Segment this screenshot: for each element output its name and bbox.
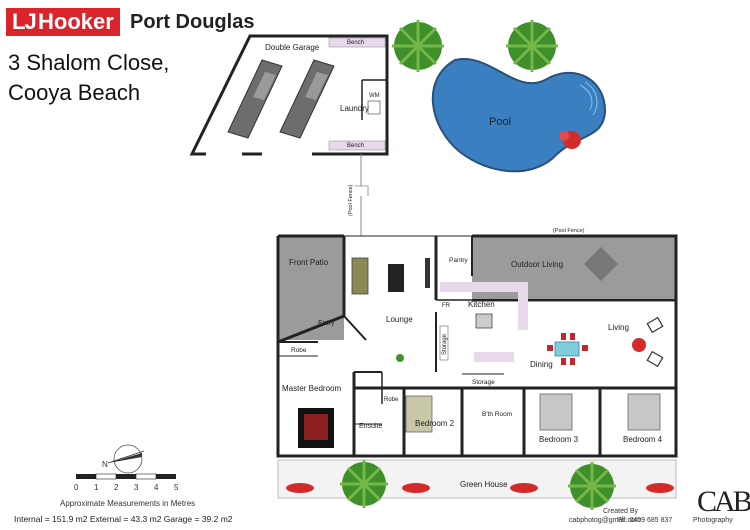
front-patio-area bbox=[278, 236, 344, 340]
label-bedroom-3: Bedroom 3 bbox=[539, 435, 579, 444]
label-double-garage: Double Garage bbox=[265, 43, 320, 52]
bed-4 bbox=[627, 393, 661, 431]
label-pool: Pool bbox=[489, 116, 511, 128]
compass-icon: N bbox=[102, 444, 145, 474]
bed-2 bbox=[405, 395, 433, 433]
pool bbox=[431, 58, 607, 173]
outdoor-table bbox=[584, 247, 618, 281]
scale-tick-label: 0 bbox=[74, 483, 79, 492]
label-bath-room: B'th Room bbox=[482, 411, 512, 418]
lounge-sofa bbox=[351, 257, 369, 295]
credit-phone: Ph: 0409 685 837 bbox=[617, 517, 673, 524]
tv-unit bbox=[388, 264, 404, 292]
bench-top bbox=[328, 37, 386, 48]
label-robe-master: Robe bbox=[291, 347, 307, 354]
room-labels: Double Garage Bench Bench Laundry WM Poo… bbox=[265, 40, 663, 489]
indoor-plant bbox=[396, 354, 404, 362]
label-outdoor-living: Outdoor Living bbox=[511, 260, 563, 269]
living-rug bbox=[632, 338, 646, 352]
armchair-2 bbox=[646, 350, 664, 368]
label-pool-fence-left: (Pool Fence) bbox=[348, 184, 354, 216]
lj-hooker-logo bbox=[6, 8, 120, 36]
scale-label: Approximate Measurements in Metres bbox=[60, 499, 196, 508]
svg-text:N: N bbox=[102, 460, 108, 469]
bench-bottom bbox=[328, 140, 386, 151]
dining-table bbox=[554, 341, 580, 357]
area-summary: Internal = 151.9 m2 External = 43.3 m2 G… bbox=[14, 514, 233, 524]
dining-chairs bbox=[547, 333, 588, 365]
kitchen-return bbox=[518, 282, 528, 330]
credit-created-by: Created By bbox=[603, 508, 639, 515]
credit-photography: Photography bbox=[693, 517, 733, 524]
label-lounge: Lounge bbox=[386, 315, 413, 324]
lounge-wall-unit bbox=[425, 258, 430, 288]
scale-tick-label: 5 bbox=[174, 483, 179, 492]
label-entry: Entry bbox=[318, 320, 335, 327]
label-robe-small: Robe bbox=[384, 397, 399, 403]
label-dining: Dining bbox=[530, 360, 553, 369]
label-storage-hall: Storage bbox=[472, 379, 495, 386]
label-bedroom-4: Bedroom 4 bbox=[623, 435, 663, 444]
label-kitchen: Kitchen bbox=[468, 300, 495, 309]
washing-machine bbox=[367, 100, 381, 115]
bed-3 bbox=[539, 393, 573, 431]
kitchen-bench bbox=[440, 282, 528, 292]
label-pantry: Pantry bbox=[449, 257, 469, 264]
label-green-house: Green House bbox=[460, 480, 508, 489]
label-bench-top: Bench bbox=[347, 40, 364, 46]
office-name: Port Douglas bbox=[130, 11, 255, 33]
palm-tree-1 bbox=[392, 20, 444, 72]
logo-initials: LJ bbox=[12, 9, 37, 34]
armchair-1 bbox=[646, 316, 664, 334]
car-2 bbox=[279, 59, 335, 139]
label-front-patio: Front Patio bbox=[289, 258, 329, 267]
label-storage-kitchen: Storage bbox=[442, 333, 448, 355]
house-outline bbox=[276, 234, 678, 458]
label-fr: FR bbox=[442, 303, 451, 309]
cab-photography-logo: CAB bbox=[697, 485, 750, 518]
palm-tree-4 bbox=[568, 462, 616, 510]
logo-name: Hooker bbox=[38, 9, 114, 34]
green-house-flowers bbox=[286, 483, 674, 493]
address-line-1: 3 Shalom Close, bbox=[8, 50, 170, 75]
address-line-2: Cooya Beach bbox=[8, 80, 141, 105]
scale-tick-label: 2 bbox=[114, 483, 119, 492]
label-bench-bottom: Bench bbox=[347, 143, 364, 149]
scale-bar: 0 1 2 3 4 5 bbox=[74, 473, 179, 492]
kitchen-island bbox=[474, 352, 514, 362]
label-pool-fence-top: (Pool Fence) bbox=[553, 228, 585, 234]
palm-tree-3 bbox=[340, 460, 388, 508]
scale-tick-label: 1 bbox=[94, 483, 99, 492]
label-laundry: Laundry bbox=[340, 104, 369, 113]
label-ensuite: Ensuite bbox=[359, 423, 382, 430]
flower-bed bbox=[559, 131, 581, 149]
scale-tick-label: 3 bbox=[134, 483, 139, 492]
car-1 bbox=[227, 59, 283, 139]
green-house-area bbox=[277, 459, 677, 499]
label-living: Living bbox=[608, 323, 629, 332]
outdoor-living-area bbox=[472, 236, 676, 302]
label-wm: WM bbox=[369, 93, 380, 99]
scale-tick-label: 4 bbox=[154, 483, 159, 492]
palm-tree-2 bbox=[506, 20, 558, 72]
cooktop bbox=[475, 313, 493, 329]
garage-block bbox=[189, 34, 389, 156]
label-master-bedroom: Master Bedroom bbox=[282, 384, 341, 393]
credit-email: cabphotog@gmail.com bbox=[569, 517, 641, 524]
label-bedroom-2: Bedroom 2 bbox=[415, 419, 455, 428]
